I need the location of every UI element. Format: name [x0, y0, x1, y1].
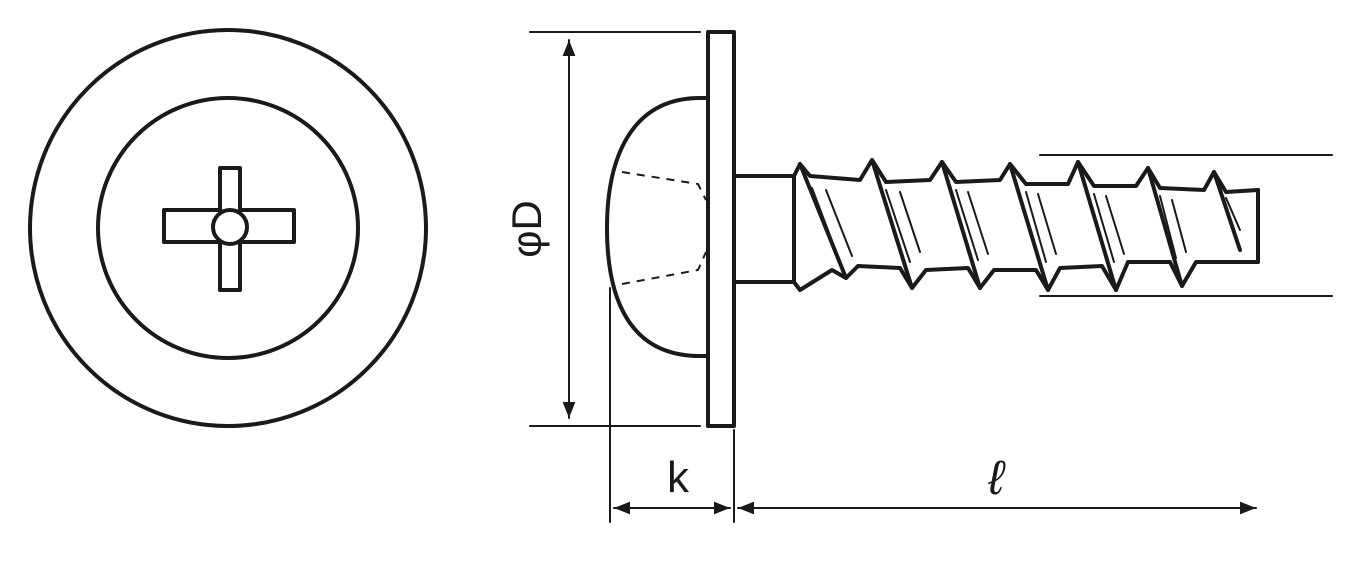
phillips-cross-recess: [162, 166, 296, 292]
head-height-label: k: [667, 453, 690, 502]
recess-hidden-lines: [621, 171, 707, 285]
diameter-label: φD: [503, 200, 550, 258]
washer-flange: [706, 30, 736, 428]
dome-head: [605, 96, 710, 358]
top-view: [28, 28, 428, 428]
shank: [732, 174, 796, 284]
dimension-lines: [529, 31, 1257, 523]
cross-center-circle: [211, 208, 249, 246]
side-view: [605, 30, 1333, 428]
washer-outer-circle: [28, 28, 428, 428]
head-circle: [96, 96, 360, 360]
threaded-body: [792, 158, 1260, 292]
length-label: ℓ: [987, 452, 1006, 505]
